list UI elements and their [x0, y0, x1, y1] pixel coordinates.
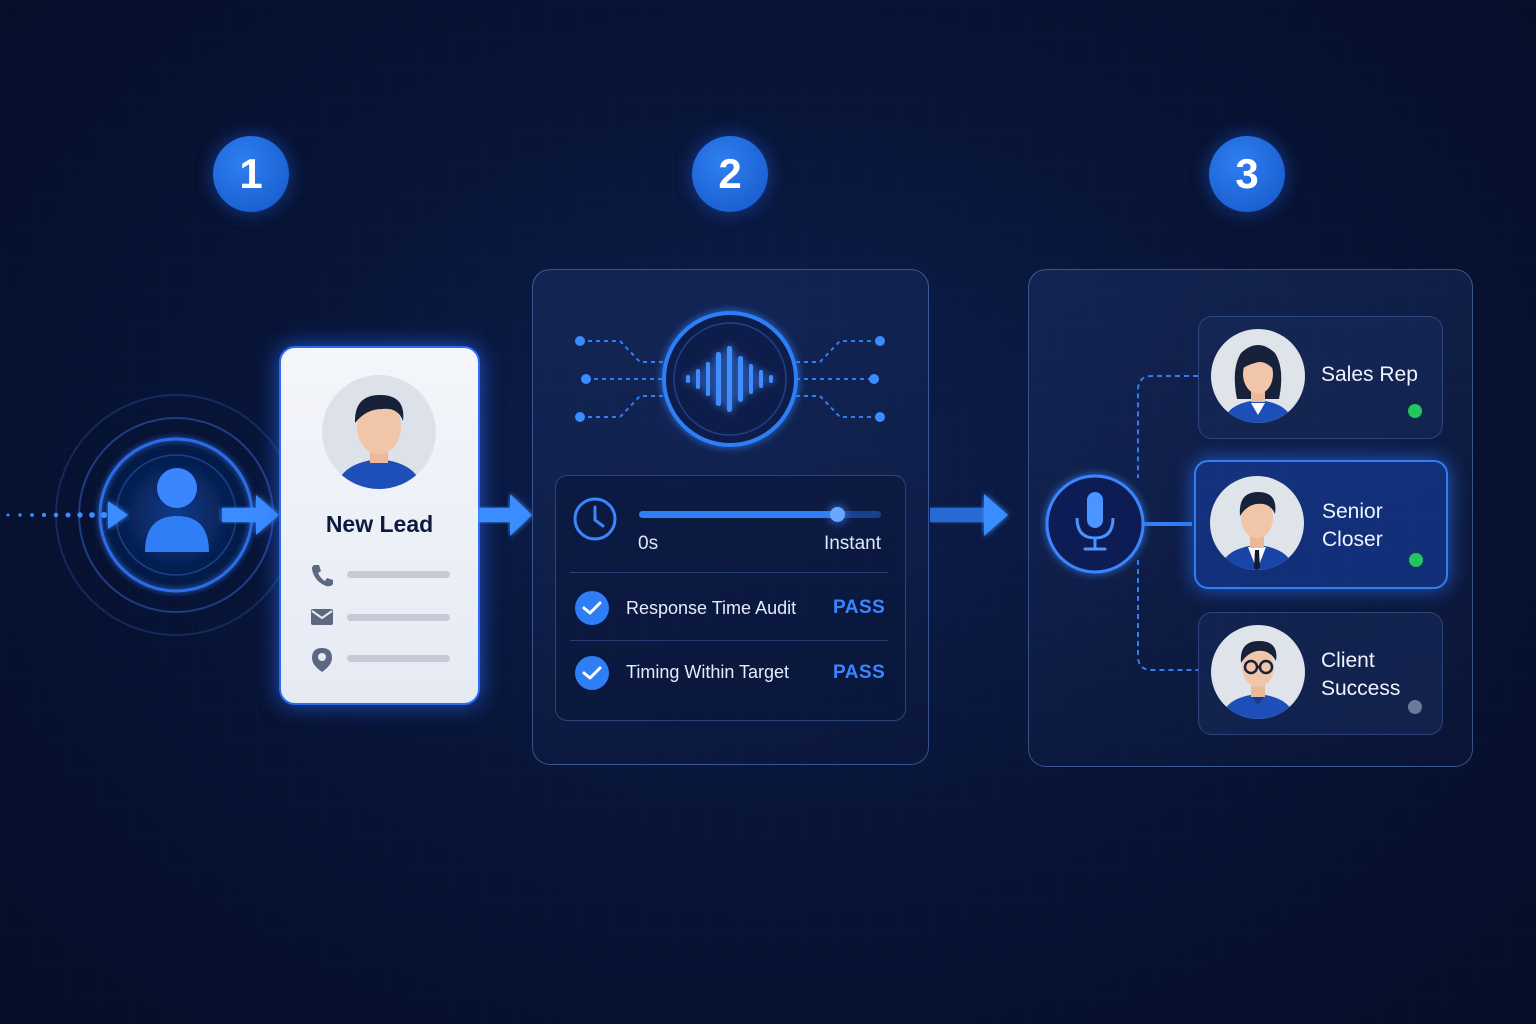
- lead-signal-graphic: [6, 394, 290, 636]
- flow-arrow-2: [930, 494, 1008, 536]
- check-icon: [575, 656, 609, 690]
- person-icon: [1220, 492, 1294, 570]
- sales-rep-avatar: [1211, 329, 1305, 423]
- team-label-line1: Sales Rep: [1321, 363, 1418, 386]
- audit-label-response-time: Response Time Audit: [626, 598, 797, 618]
- soundwave-icon: [686, 346, 773, 412]
- team-card-senior-closer[interactable]: Senior Closer: [1194, 460, 1448, 589]
- step-badge-1: 1: [213, 136, 289, 212]
- step-badge-2: 2: [692, 136, 768, 212]
- status-dot-online: [1409, 553, 1423, 567]
- location-icon: [312, 648, 332, 672]
- phone-icon: [312, 565, 333, 587]
- flow-arrow-1: [478, 494, 532, 536]
- lead-card-title: New Lead: [325, 511, 434, 537]
- team-card-client-success[interactable]: Client Success: [1198, 612, 1443, 735]
- divider: [570, 640, 888, 641]
- timing-max-label: Instant: [823, 533, 881, 554]
- status-dot-offline: [1408, 700, 1422, 714]
- lead-address-placeholder: [347, 655, 450, 662]
- response-time-knob: [830, 507, 846, 522]
- team-label-line2: Success: [1321, 677, 1401, 700]
- clock-icon: [573, 497, 617, 541]
- lead-email-placeholder: [347, 614, 450, 621]
- client-success-avatar: [1211, 625, 1305, 719]
- lead-avatar: [322, 375, 436, 489]
- senior-closer-avatar: [1210, 476, 1304, 570]
- response-time-fill: [639, 511, 838, 518]
- mail-icon: [311, 609, 333, 625]
- step-badge-3: 3: [1209, 136, 1285, 212]
- team-label-line1: Senior: [1322, 500, 1383, 523]
- ai-voice-graphic: [575, 311, 885, 447]
- lead-phone-placeholder: [347, 571, 450, 578]
- team-card-sales-rep[interactable]: Sales Rep: [1198, 316, 1443, 439]
- person-icon: [336, 395, 422, 489]
- timing-min-label: 0s: [638, 533, 659, 554]
- new-lead-card[interactable]: New Lead: [279, 346, 480, 705]
- divider: [570, 572, 888, 573]
- audit-status-response-time: PASS: [833, 597, 886, 618]
- user-icon: [145, 468, 209, 552]
- response-time-slider: [639, 507, 881, 522]
- microphone-icon: [1075, 492, 1115, 551]
- audit-label-timing: Timing Within Target: [626, 662, 790, 682]
- person-icon: [1223, 345, 1293, 423]
- person-icon: [1221, 641, 1295, 719]
- check-icon: [575, 591, 609, 625]
- team-label-line1: Client: [1321, 649, 1375, 672]
- team-label-line2: Closer: [1322, 528, 1383, 551]
- status-dot-online: [1408, 404, 1422, 418]
- routing-connectors: [1045, 375, 1198, 671]
- audit-status-timing: PASS: [833, 662, 886, 683]
